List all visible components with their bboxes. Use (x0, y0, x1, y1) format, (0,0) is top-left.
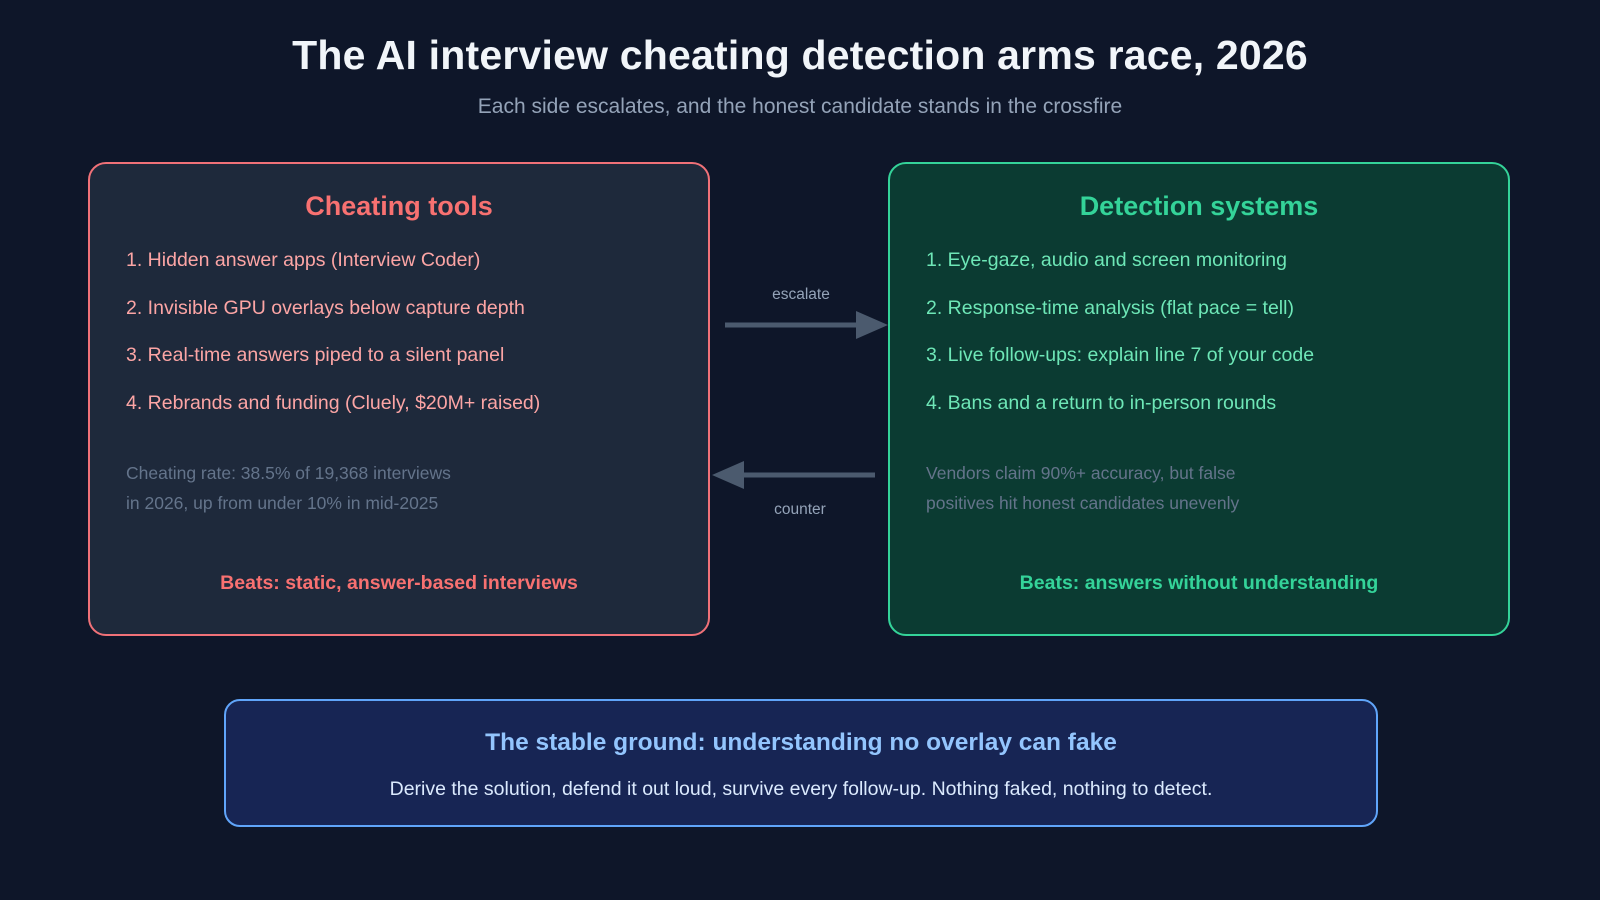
cheating-rate-note: Cheating rate: 38.5% of 19,368 interview… (126, 458, 451, 518)
detection-note-line: Vendors claim 90%+ accuracy, but false (926, 463, 1236, 483)
cheating-tool-item: 3. Real-time answers piped to a silent p… (126, 344, 505, 366)
stable-ground-box: The stable ground: understanding no over… (224, 699, 1378, 827)
cheating-tool-item: 1. Hidden answer apps (Interview Coder) (126, 249, 481, 271)
page-title: The AI interview cheating detection arms… (292, 32, 1308, 78)
detection-systems-title: Detection systems (1079, 191, 1319, 221)
cheating-note-line: Cheating rate: 38.5% of 19,368 interview… (126, 463, 451, 483)
cheating-tool-item: 4. Rebrands and funding (Cluely, $20M+ r… (126, 391, 541, 414)
escalate-label: escalate (772, 286, 830, 303)
escalate-arrow-head (856, 311, 888, 339)
detection-accuracy-note: Vendors claim 90%+ accuracy, but false p… (926, 458, 1239, 518)
detection-beats-label: Beats: answers without understanding (1019, 572, 1379, 594)
detection-system-item: 2. Response-time analysis (flat pace = t… (926, 296, 1294, 319)
cheating-tools-list: 1. Hidden answer apps (Interview Coder) … (126, 248, 540, 438)
detection-system-item: 4. Bans and a return to in-person rounds (926, 391, 1277, 414)
detection-systems-panel: Detection systems 1. Eye-gaze, audio and… (888, 162, 1510, 636)
detection-system-item: 1. Eye-gaze, audio and screen monitoring (926, 249, 1287, 271)
cheating-tools-title: Cheating tools (305, 191, 493, 221)
detection-system-item: 3. Live follow-ups: explain line 7 of yo… (926, 344, 1315, 366)
stable-ground-title: The stable ground: understanding no over… (485, 729, 1117, 756)
cheating-tools-panel: Cheating tools 1. Hidden answer apps (In… (88, 162, 710, 636)
detection-systems-list: 1. Eye-gaze, audio and screen monitoring… (926, 248, 1314, 438)
stable-ground-text: Derive the solution, defend it out loud,… (389, 778, 1213, 800)
detection-note-line: positives hit honest candidates unevenly (926, 493, 1240, 513)
counter-label: counter (774, 501, 826, 518)
counter-arrow-head (712, 461, 744, 489)
escalate-arrow (725, 311, 888, 339)
cheating-note-line: in 2026, up from under 10% in mid-2025 (126, 493, 439, 513)
cheating-beats-label: Beats: static, answer-based interviews (220, 572, 578, 594)
cheating-tool-item: 2. Invisible GPU overlays below capture … (126, 296, 525, 319)
page-subtitle: Each side escalates, and the honest cand… (477, 95, 1123, 118)
counter-arrow (712, 461, 875, 489)
